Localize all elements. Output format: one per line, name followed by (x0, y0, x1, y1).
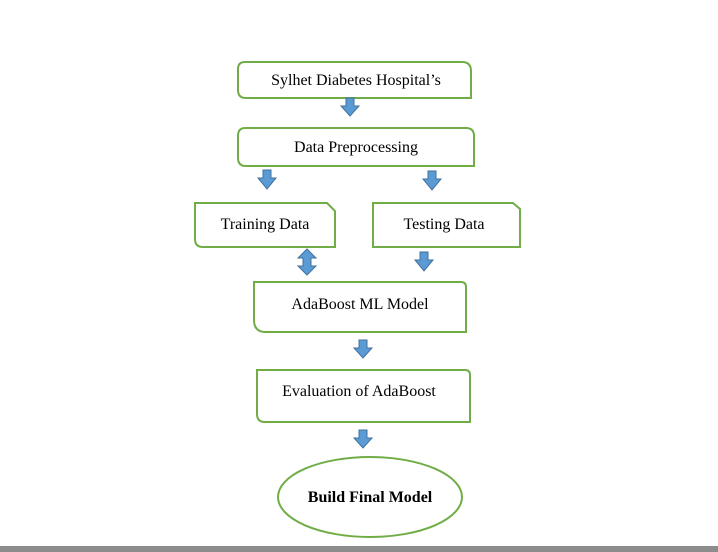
node-evaluation-label: Evaluation of AdaBoost (282, 383, 436, 400)
arrow-down-icon (352, 429, 374, 449)
arrow-down-icon (421, 170, 443, 191)
node-model-label: AdaBoost ML Model (291, 296, 429, 313)
node-final-label: Build Final Model (308, 489, 433, 506)
arrow-down-icon (352, 339, 374, 359)
node-source-label: Sylhet Diabetes Hospital’s (271, 72, 441, 89)
node-testing-label: Testing Data (403, 216, 484, 233)
arrow-down-icon (339, 97, 361, 117)
arrow-up-down-icon (296, 248, 318, 276)
node-training-data: Training Data (194, 202, 336, 248)
node-final: Build Final Model (277, 456, 463, 538)
bottom-divider (0, 546, 718, 552)
node-evaluation: Evaluation of AdaBoost (256, 369, 471, 423)
node-source: Sylhet Diabetes Hospital’s (237, 61, 472, 99)
node-testing-data: Testing Data (372, 202, 521, 248)
node-preprocessing: Data Preprocessing (237, 127, 475, 167)
node-preprocessing-label: Data Preprocessing (294, 139, 418, 156)
arrow-down-icon (413, 251, 435, 272)
node-model: AdaBoost ML Model (253, 281, 467, 333)
arrow-down-icon (256, 169, 278, 190)
node-training-label: Training Data (221, 216, 310, 233)
